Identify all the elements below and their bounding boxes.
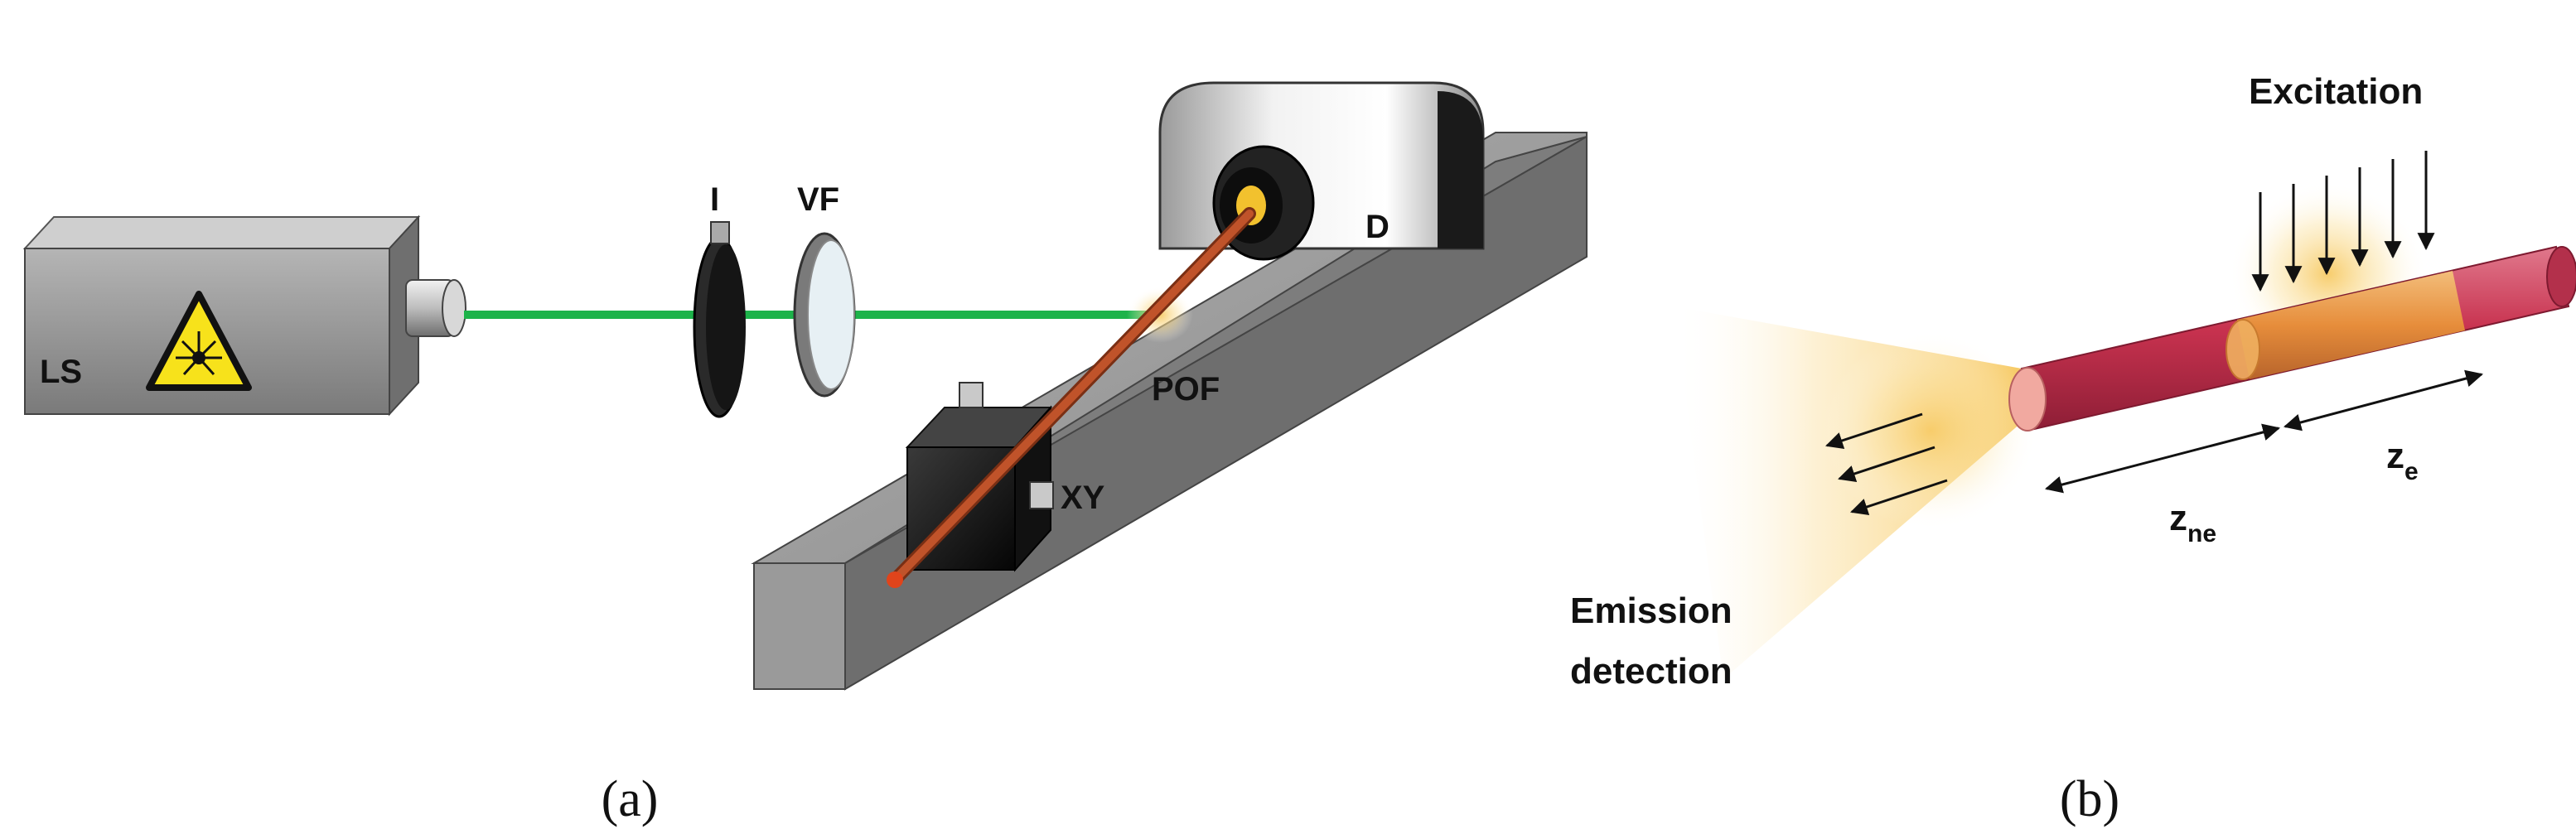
- emission-glow: [1823, 331, 2038, 530]
- fiber-end-face: [2008, 367, 2047, 432]
- label-i: I: [710, 181, 719, 218]
- iris: [693, 221, 746, 418]
- z-e-dimension-arrow: [2283, 369, 2484, 432]
- label-pof: POF: [1152, 371, 1220, 407]
- panel-a: LS I VF: [22, 81, 1588, 827]
- caption-b: (b): [2060, 771, 2119, 827]
- excitation-arrows: [2251, 151, 2435, 292]
- variable-filter: [793, 232, 856, 398]
- label-excitation: Excitation: [2249, 71, 2423, 112]
- label-xy: XY: [1061, 480, 1105, 516]
- plastic-optical-fiber: [887, 207, 1256, 588]
- label-ls: LS: [40, 354, 82, 390]
- fiber-excited-segment: [2226, 271, 2465, 380]
- laser-warning-icon: [146, 291, 252, 391]
- z-ne-dimension-arrow: [2044, 423, 2281, 494]
- label-z-e-subscript: e: [2404, 458, 2419, 485]
- label-z-ne-subscript: ne: [2187, 520, 2216, 547]
- caption-a: (a): [602, 771, 659, 827]
- label-emission-line1: Emission: [1570, 591, 1733, 631]
- detector: [1158, 81, 1485, 261]
- label-z-e: ze: [2386, 436, 2419, 485]
- label-emission-line2: detection: [1570, 651, 1733, 692]
- label-d: D: [1365, 209, 1389, 245]
- emission-arrows: [1825, 412, 1948, 516]
- panel-b: Excitation Emission detection zne ze (b): [1570, 71, 2576, 827]
- label-vf: VF: [797, 181, 839, 218]
- label-z-e-base: z: [2386, 436, 2404, 476]
- label-z-ne-base: z: [2169, 498, 2187, 538]
- laser-source: [22, 215, 466, 417]
- label-z-ne: zne: [2169, 498, 2216, 547]
